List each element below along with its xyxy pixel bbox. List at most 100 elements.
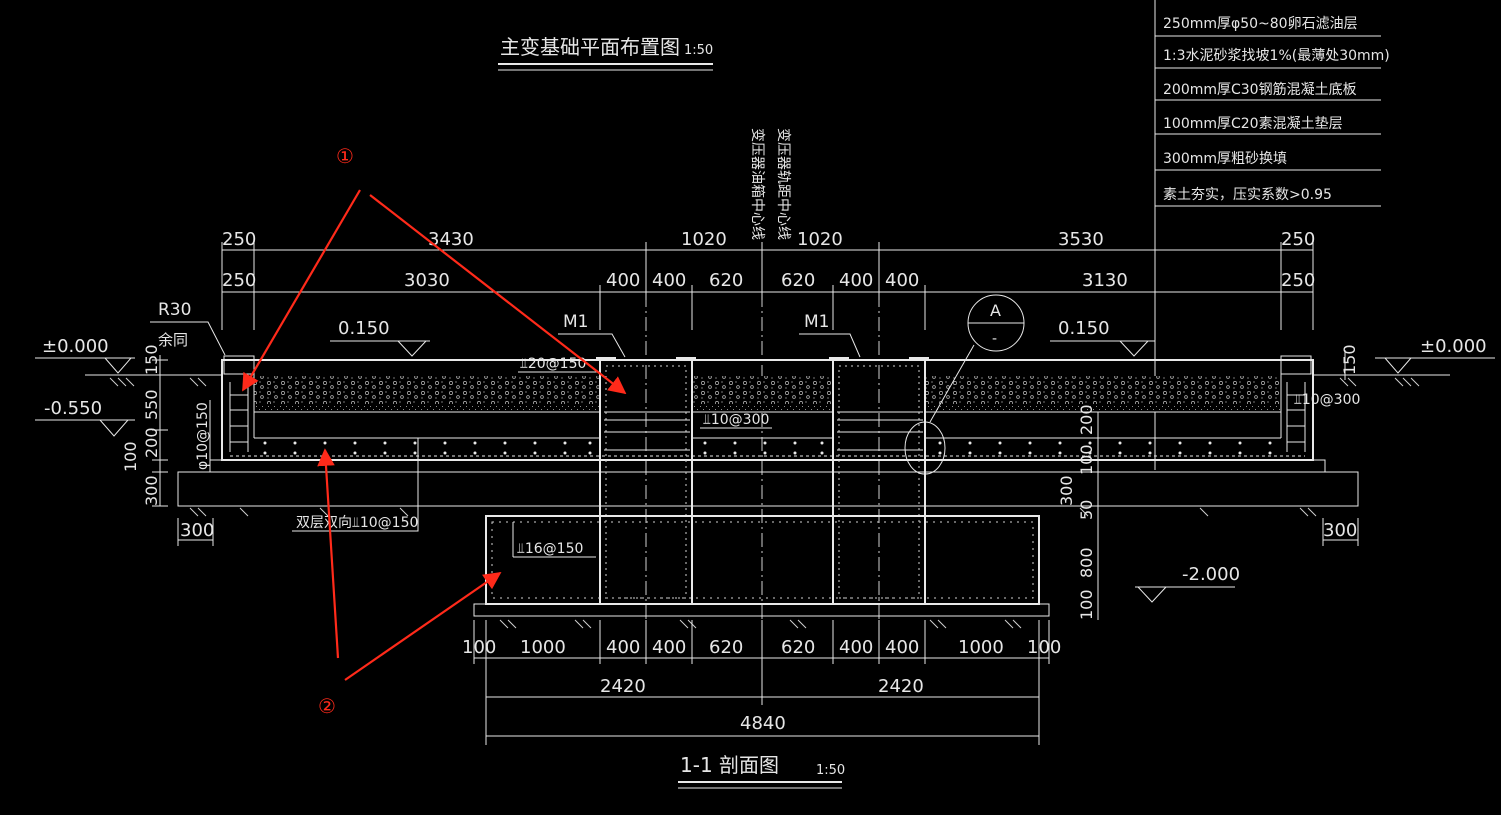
slab-outline bbox=[221, 359, 1314, 461]
dim-row-top-1: 250 3430 1020 1020 3530 250 bbox=[221, 229, 1315, 330]
dim-rv-2: 100 bbox=[1077, 444, 1096, 475]
detail-a-leader bbox=[929, 344, 975, 423]
m1-left-leader bbox=[558, 333, 626, 358]
layer-1: 250mm厚φ50~80卵石滤油层 bbox=[1163, 16, 1358, 32]
layer-3: 200mm厚C30钢筋混凝土底板 bbox=[1163, 81, 1357, 98]
dim-top2-6: 400 bbox=[839, 270, 873, 291]
mortar-layer-mid bbox=[692, 404, 833, 412]
label-rebar-mid: ⫫10@300 bbox=[703, 412, 769, 428]
detail-a-letter: A bbox=[990, 301, 1001, 320]
layer-6: 素土夯实，压实系数>0.95 bbox=[1163, 187, 1332, 203]
dim-top1-1: 3430 bbox=[428, 229, 474, 250]
arrow-two-b bbox=[344, 572, 502, 681]
detail-a-sub: - bbox=[992, 331, 997, 347]
soil-marks bbox=[109, 377, 1420, 387]
rebar-double-leader bbox=[292, 438, 419, 532]
label-rebar-top: ⫫20@150 bbox=[520, 356, 586, 372]
label-rebar-right: ⫫10@300 bbox=[1294, 392, 1360, 408]
dim-row-bottom-1: 100 1000 400 400 620 620 400 400 1000 10… bbox=[462, 620, 1061, 745]
elev-bottom-mark bbox=[1137, 586, 1167, 603]
marker-one: ① bbox=[336, 144, 354, 168]
gravel-layer-left bbox=[254, 376, 600, 404]
label-m1-left: M1 bbox=[563, 312, 588, 332]
dim-side-right: 300 bbox=[1323, 520, 1357, 541]
dim-lv-2: 200 bbox=[142, 427, 161, 458]
dim-bot2-1: 2420 bbox=[878, 676, 924, 697]
dim-top2-3: 400 bbox=[652, 270, 686, 291]
detail-a-region bbox=[904, 421, 946, 475]
dim-top2-9: 250 bbox=[1281, 270, 1315, 291]
elev-slab-right: 0.150 bbox=[1058, 318, 1110, 339]
r30-leader bbox=[150, 321, 226, 356]
dim-bot1-1: 1000 bbox=[520, 637, 566, 658]
cushion-layer bbox=[209, 459, 1326, 473]
dim-lv-3: 100 bbox=[121, 441, 140, 472]
elev-slab-left-mark bbox=[397, 340, 427, 357]
dim-top2-5: 620 bbox=[781, 270, 815, 291]
label-rebar-wall: φ10@150 bbox=[195, 402, 211, 470]
label-rebar-double: 双层双向⫫10@150 bbox=[296, 515, 418, 531]
dim-bot1-3: 400 bbox=[652, 637, 686, 658]
centerline-label-left: 变压器油箱中心线 bbox=[749, 128, 765, 240]
dim-bot1-2: 400 bbox=[606, 637, 640, 658]
elev-right-top-mark bbox=[1384, 357, 1412, 374]
dim-bot1-8: 1000 bbox=[958, 637, 1004, 658]
label-same: 余同 bbox=[158, 331, 188, 349]
mortar-layer-left bbox=[254, 404, 600, 412]
dim-top2-1: 3030 bbox=[404, 270, 450, 291]
dim-bot1-0: 100 bbox=[462, 637, 496, 658]
right-wall-cap bbox=[1280, 355, 1312, 375]
section-scale: 1:50 bbox=[816, 763, 845, 778]
elev-left-mid: -0.550 bbox=[44, 398, 102, 419]
slab-rebar-dots bbox=[263, 441, 1272, 455]
label-r30: R30 bbox=[158, 300, 191, 320]
dim-top2-7: 400 bbox=[885, 270, 919, 291]
gravel-layer-mid bbox=[692, 376, 833, 404]
dim-top2-4: 620 bbox=[709, 270, 743, 291]
dim-lv-0: 150 bbox=[142, 344, 161, 375]
dim-row-bottom-2: 2420 2420 bbox=[486, 676, 1039, 698]
mortar-layer-right bbox=[925, 404, 1281, 412]
dim-top1-2: 1020 bbox=[681, 229, 727, 250]
dim-bot2-0: 2420 bbox=[600, 676, 646, 697]
section-title: 1-1 剖面图 bbox=[680, 753, 779, 777]
dim-row-top-2: 250 3030 400 400 620 620 400 400 3130 25… bbox=[222, 270, 1315, 330]
elev-left-mid-mark bbox=[99, 419, 129, 437]
m1-right-leader bbox=[799, 333, 861, 358]
arrow-one-b bbox=[369, 194, 627, 395]
layer-5: 300mm厚粗砂换填 bbox=[1163, 150, 1287, 167]
dim-top2-0: 250 bbox=[222, 270, 256, 291]
dim-row-bottom-3: 4840 bbox=[486, 713, 1039, 737]
right-wall-rebar bbox=[1286, 382, 1306, 452]
dim-bot3: 4840 bbox=[740, 713, 786, 734]
elev-slab-right-mark bbox=[1119, 340, 1149, 357]
label-rebar-pier: ⫫16@150 bbox=[517, 541, 583, 557]
marker-two: ② bbox=[318, 694, 336, 718]
dim-bot1-9: 100 bbox=[1027, 637, 1061, 658]
dim-bot1-5: 620 bbox=[781, 637, 815, 658]
label-m1-right: M1 bbox=[804, 312, 829, 332]
dim-rv-6: 100 bbox=[1077, 589, 1096, 620]
dim-top2-2: 400 bbox=[606, 270, 640, 291]
gravel-layer-right bbox=[925, 376, 1281, 404]
plan-title: 主变基础平面布置图 bbox=[500, 35, 680, 59]
sand-replacement-layer bbox=[177, 471, 1359, 507]
elev-slab-left: 0.150 bbox=[338, 318, 390, 339]
dim-rv-0: 150 bbox=[1340, 344, 1359, 375]
dim-rv-4: 50 bbox=[1077, 500, 1096, 520]
arrow-two-a bbox=[317, 448, 340, 659]
centerline-label-right: 变压器轨距中心线 bbox=[775, 128, 791, 240]
dim-left-vertical: 150 550 200 100 300 bbox=[121, 344, 168, 507]
pier-ties bbox=[604, 411, 923, 451]
dim-bot1-4: 620 bbox=[709, 637, 743, 658]
dim-right-vertical: 150 200 100 300 50 800 100 bbox=[1057, 344, 1359, 620]
dim-rv-5: 800 bbox=[1077, 547, 1096, 578]
dim-rv-1: 200 bbox=[1077, 404, 1096, 435]
dim-top1-5: 250 bbox=[1281, 229, 1315, 250]
dim-side-left: 300 bbox=[180, 520, 214, 541]
dim-top1-3: 1020 bbox=[797, 229, 843, 250]
dim-bot1-7: 400 bbox=[885, 637, 919, 658]
lower-cushion bbox=[473, 603, 1050, 617]
left-wall-rebar bbox=[229, 382, 249, 452]
